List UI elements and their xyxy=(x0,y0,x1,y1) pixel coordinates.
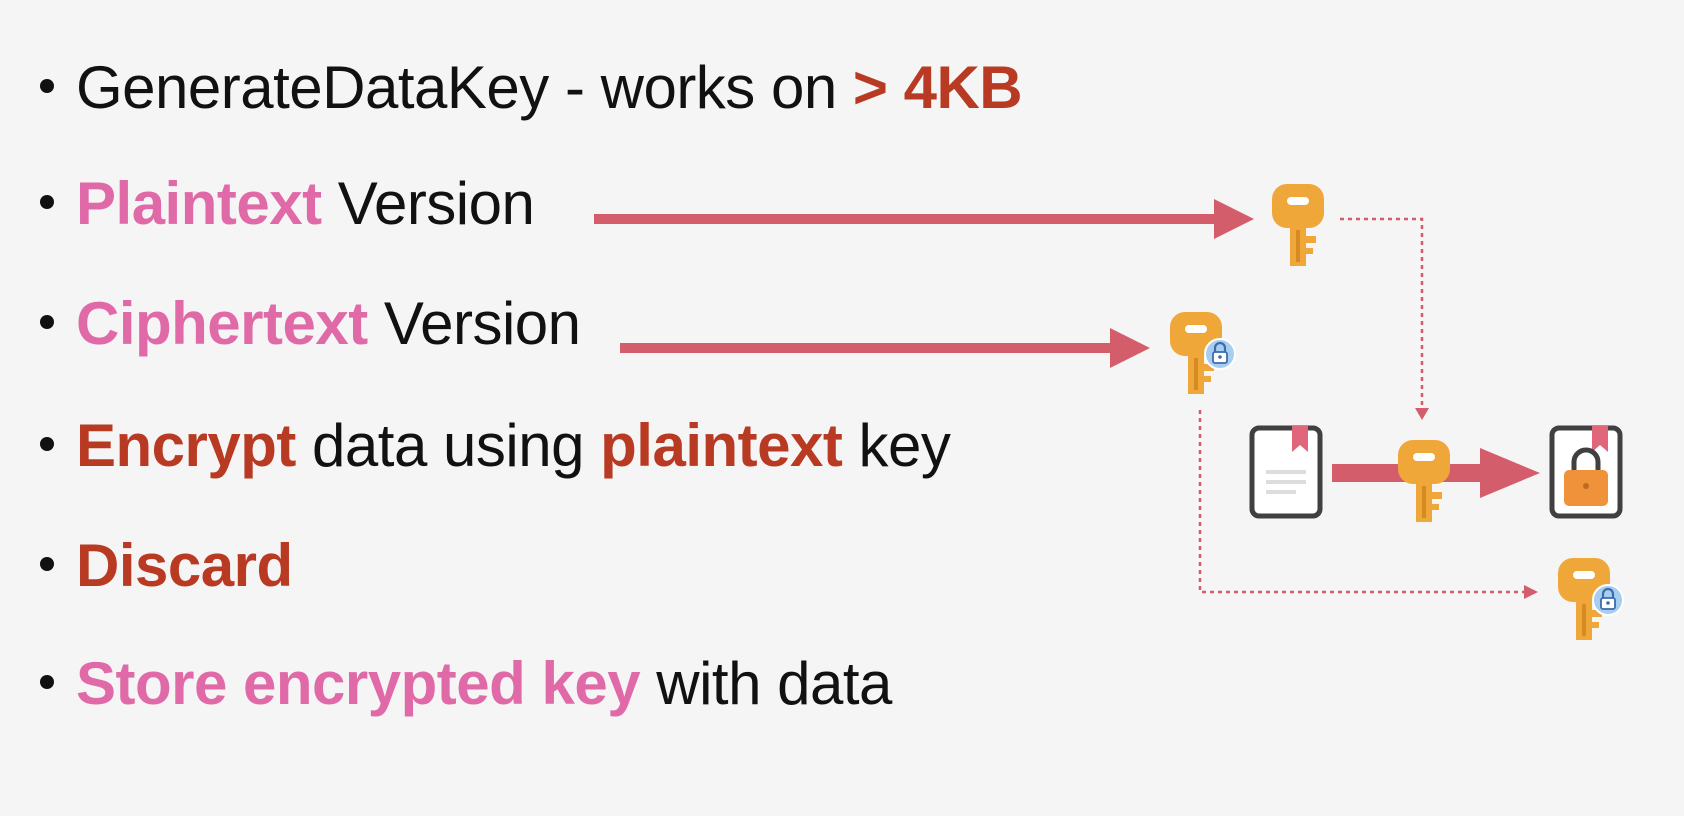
bullet-plaintext-version: Plaintext Version xyxy=(40,168,535,240)
discard-label: Discard xyxy=(76,532,293,599)
key-icon xyxy=(1272,184,1324,266)
plaintext-label: Plaintext xyxy=(76,170,322,237)
bullet-text: Version xyxy=(321,170,535,237)
bullet-dot xyxy=(40,437,54,452)
bullet-store-encrypted-key: Store encrypted key with data xyxy=(40,648,892,720)
bullet-generate-data-key: GenerateDataKey - works on > 4KB xyxy=(40,52,1023,124)
arrow-to-ciphertext-key xyxy=(620,328,1150,368)
ciphertext-label: Ciphertext xyxy=(76,290,368,357)
encrypt-label: Encrypt xyxy=(76,412,296,479)
document-icon xyxy=(1249,425,1323,519)
encrypted-file-icon xyxy=(1549,425,1623,519)
bullet-text: key xyxy=(842,412,951,479)
locked-key-icon xyxy=(1170,312,1237,394)
bullet-dot xyxy=(40,557,54,572)
bullet-dot xyxy=(40,675,54,690)
size-threshold: > 4KB xyxy=(852,54,1023,121)
arrow-to-plaintext-key xyxy=(594,199,1254,239)
key-icon xyxy=(1398,440,1450,522)
bullet-ciphertext-version: Ciphertext Version xyxy=(40,288,581,360)
bullet-dot xyxy=(40,79,54,94)
locked-key-icon xyxy=(1558,558,1625,640)
bullet-text: GenerateDataKey - works on xyxy=(76,54,853,121)
dotted-arrow-ciphertext-key-to-stored xyxy=(1198,410,1538,599)
bullet-text: data using xyxy=(295,412,601,479)
plaintext-key-label: plaintext xyxy=(600,412,843,479)
bullet-encrypt-data: Encrypt data using plaintext key xyxy=(40,410,951,482)
bullet-text: Version xyxy=(367,290,581,357)
bullet-dot xyxy=(40,315,54,330)
store-encrypted-key-label: Store encrypted key xyxy=(76,650,641,717)
bullet-discard: Discard xyxy=(40,530,293,602)
bullet-text: with data xyxy=(640,650,892,717)
dotted-arrow-plaintext-key-to-encrypt xyxy=(1340,217,1429,420)
bullet-dot xyxy=(40,195,54,210)
